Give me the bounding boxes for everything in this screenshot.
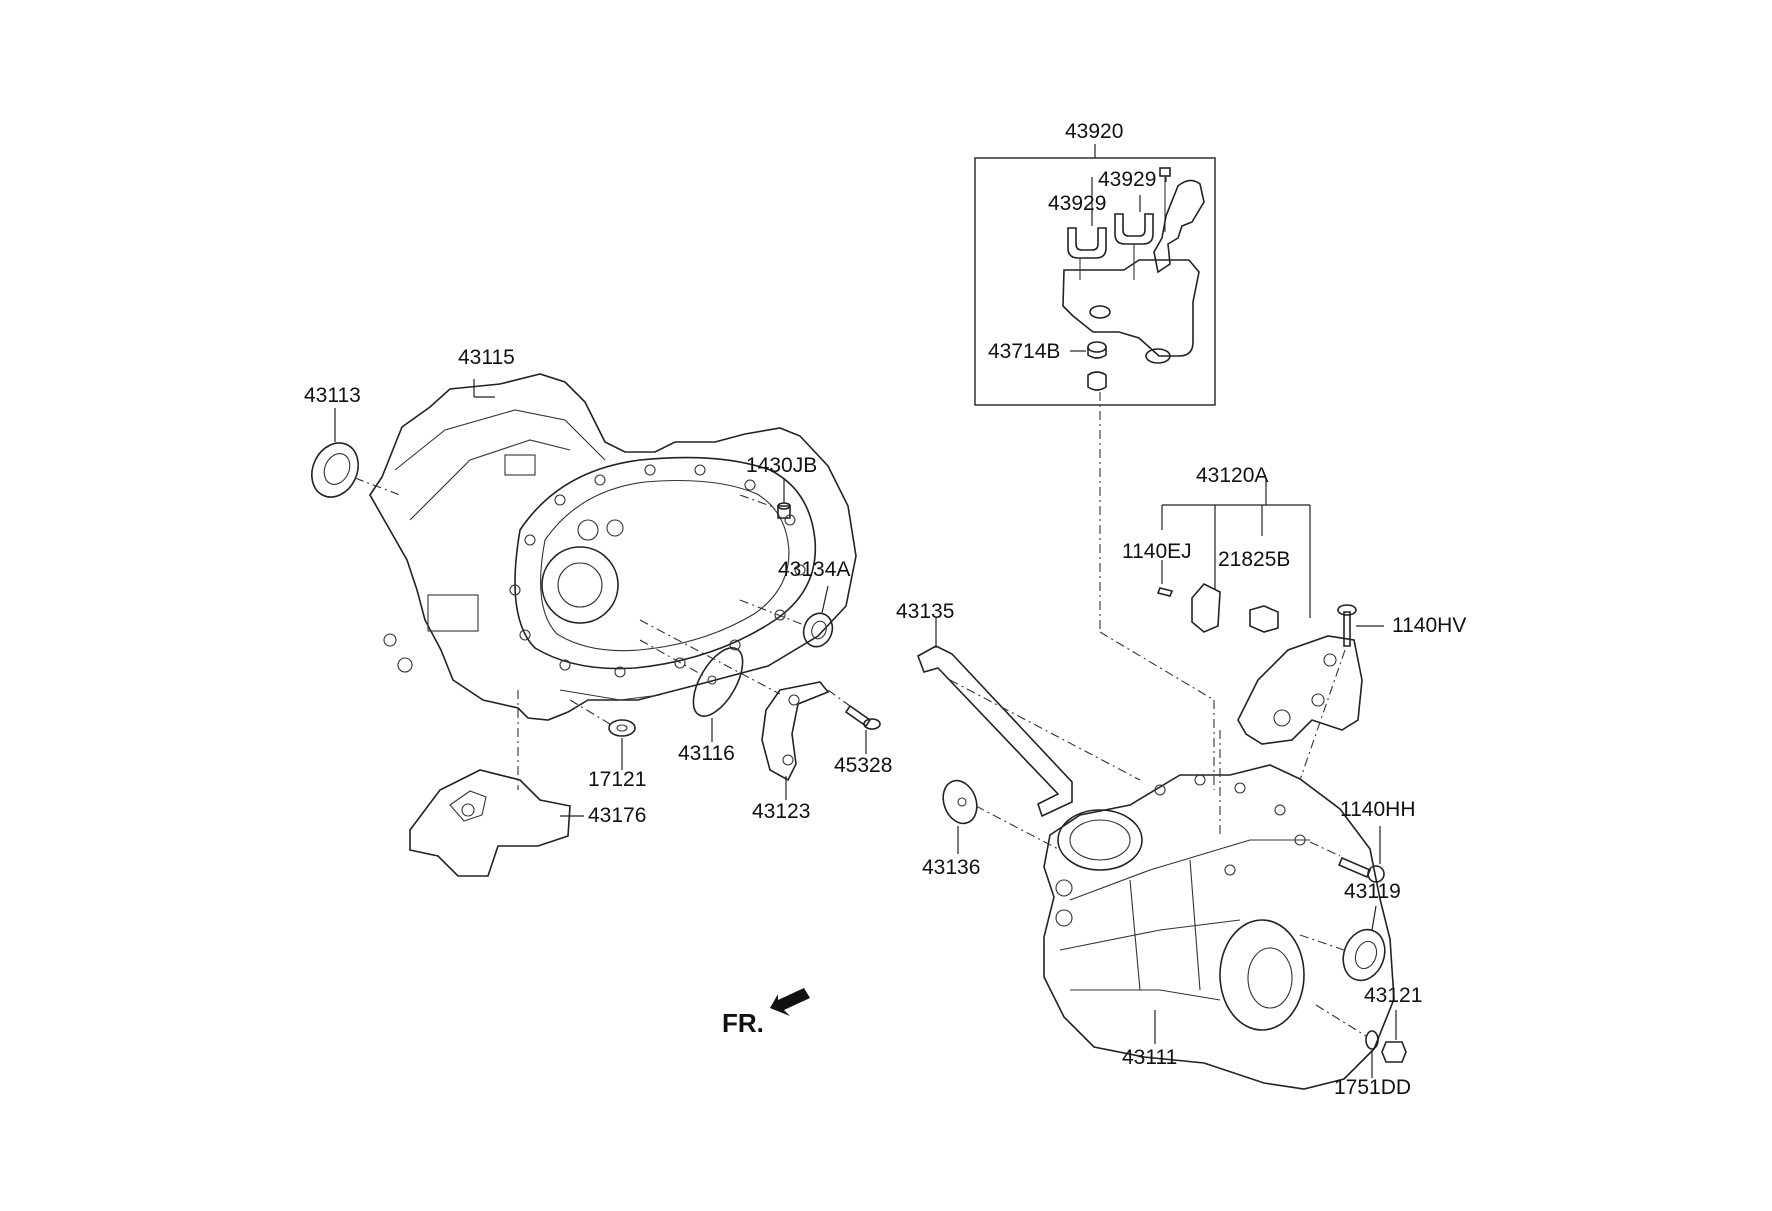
mount-bracket-43176: [409, 690, 584, 877]
label-1430JB: 1430JB: [746, 454, 817, 477]
clutch-housing-43115: [369, 373, 857, 721]
washer-17121: [569, 699, 636, 770]
bolt-1140HV: [1299, 604, 1384, 781]
label-17121: 17121: [588, 768, 646, 791]
clip-1140EJ: [1191, 583, 1221, 633]
label-1140EJ: 1140EJ: [1122, 540, 1192, 563]
bolt-1140HH: [1309, 826, 1385, 883]
plate-43136: [942, 779, 1061, 854]
part-number-labels: 43920 43929 43929 43714B 43115 43113 143…: [304, 120, 1466, 1099]
label-43134A: 43134A: [778, 558, 850, 581]
label-21825B: 21825B: [1218, 548, 1290, 571]
label-43136: 43136: [922, 856, 980, 879]
bracket-43123: [639, 619, 830, 800]
u-clip-right: [1114, 213, 1154, 245]
case-top-bore: [1057, 809, 1143, 871]
oil-seal-43113: [311, 408, 401, 498]
gasket-1751DD: [1315, 1004, 1379, 1078]
shift-bracket-base: [1062, 259, 1200, 357]
dowel-pin-1430JB: [739, 478, 791, 519]
rod-43135: [917, 618, 1141, 818]
label-43121: 43121: [1364, 984, 1422, 1007]
label-1140HH: 1140HH: [1340, 798, 1416, 821]
label-43929-right: 43929: [1098, 168, 1156, 191]
drain-plug-43121: [1381, 1010, 1407, 1063]
label-43135: 43135: [896, 600, 954, 623]
oil-seal-43134A: [739, 585, 834, 648]
label-43123: 43123: [752, 800, 810, 823]
bushing-43714B: [1087, 341, 1107, 353]
u-clip-left: [1067, 227, 1107, 259]
label-45328: 45328: [834, 754, 892, 777]
label-43929-left: 43929: [1048, 192, 1106, 215]
front-arrow-icon: [770, 988, 810, 1016]
label-43714B: 43714B: [988, 340, 1060, 363]
input-shaft-bore: [541, 546, 619, 624]
plate-43116: [639, 639, 744, 742]
shift-bracket-assembly-43920: [974, 144, 1216, 406]
shift-lever-arm: [1153, 179, 1205, 274]
label-43920: 43920: [1065, 120, 1123, 143]
label-43176: 43176: [588, 804, 646, 827]
label-1751DD: 1751DD: [1334, 1076, 1411, 1099]
bracket-43120A: [1156, 480, 1363, 836]
label-43116: 43116: [678, 742, 735, 765]
oil-seal-43119: [1299, 905, 1386, 982]
label-43115: 43115: [458, 346, 515, 369]
bolt-45328: [827, 689, 881, 754]
label-43111: 43111: [1122, 1046, 1177, 1069]
block-21825B: [1249, 605, 1279, 633]
front-label: FR.: [722, 1008, 764, 1038]
front-direction-indicator: FR.: [722, 988, 810, 1038]
label-43120A: 43120A: [1196, 464, 1268, 487]
bell-housing-flange: [514, 456, 817, 670]
label-1140HV: 1140HV: [1392, 614, 1466, 637]
label-43119: 43119: [1344, 880, 1401, 903]
label-43113: 43113: [304, 384, 361, 407]
